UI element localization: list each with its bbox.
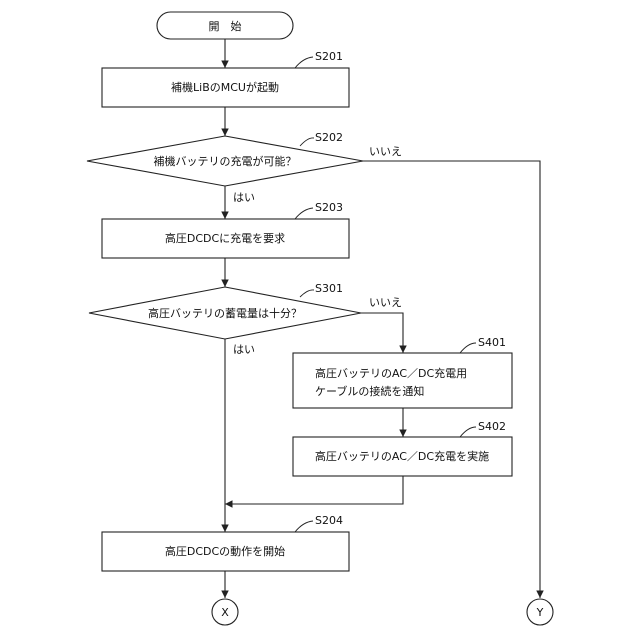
decision-label-s301: 高圧バッテリの蓄電量は十分？	[148, 306, 302, 320]
process-label-s401-line2: ケーブルの接続を通知	[315, 384, 424, 398]
process-label-s201: 補機LiBのMCUが起動	[171, 80, 279, 94]
branch-yes-label-s301: はい	[233, 343, 255, 356]
step-leader-s201	[295, 57, 313, 68]
process-label-s203: 高圧DCDCに充電を要求	[165, 231, 285, 245]
step-leader-s402	[460, 427, 476, 437]
branch-no-label-s301: いいえ	[369, 296, 402, 309]
step-leader-s204	[295, 521, 313, 532]
step-id-s202: S202	[315, 131, 343, 144]
step-leader-s202	[300, 138, 314, 146]
arrow-s402-merge	[225, 476, 403, 504]
process-label-s401-line1: 高圧バッテリのAC／DC充電用	[315, 366, 467, 380]
step-id-s401: S401	[478, 336, 506, 349]
step-id-s203: S203	[315, 201, 343, 214]
step-id-s204: S204	[315, 514, 343, 527]
step-leader-s401	[460, 343, 476, 353]
step-id-s201: S201	[315, 50, 343, 63]
step-id-s402: S402	[478, 420, 506, 433]
start-label: 開 始	[209, 19, 242, 33]
arrow-s301-no-to-s401	[361, 313, 403, 353]
connector-y-label: Y	[536, 606, 544, 619]
process-label-s204: 高圧DCDCの動作を開始	[165, 544, 285, 558]
step-leader-s301	[300, 290, 314, 297]
step-id-s301: S301	[315, 282, 343, 295]
decision-label-s202: 補機バッテリの充電が可能？	[154, 154, 297, 168]
step-leader-s203	[295, 208, 313, 219]
connector-x-label: X	[221, 606, 229, 619]
process-label-s402: 高圧バッテリのAC／DC充電を実施	[315, 449, 489, 463]
branch-no-label-s202: いいえ	[369, 145, 402, 158]
process-box-s401	[293, 353, 512, 408]
branch-yes-label-s202: はい	[233, 191, 255, 204]
